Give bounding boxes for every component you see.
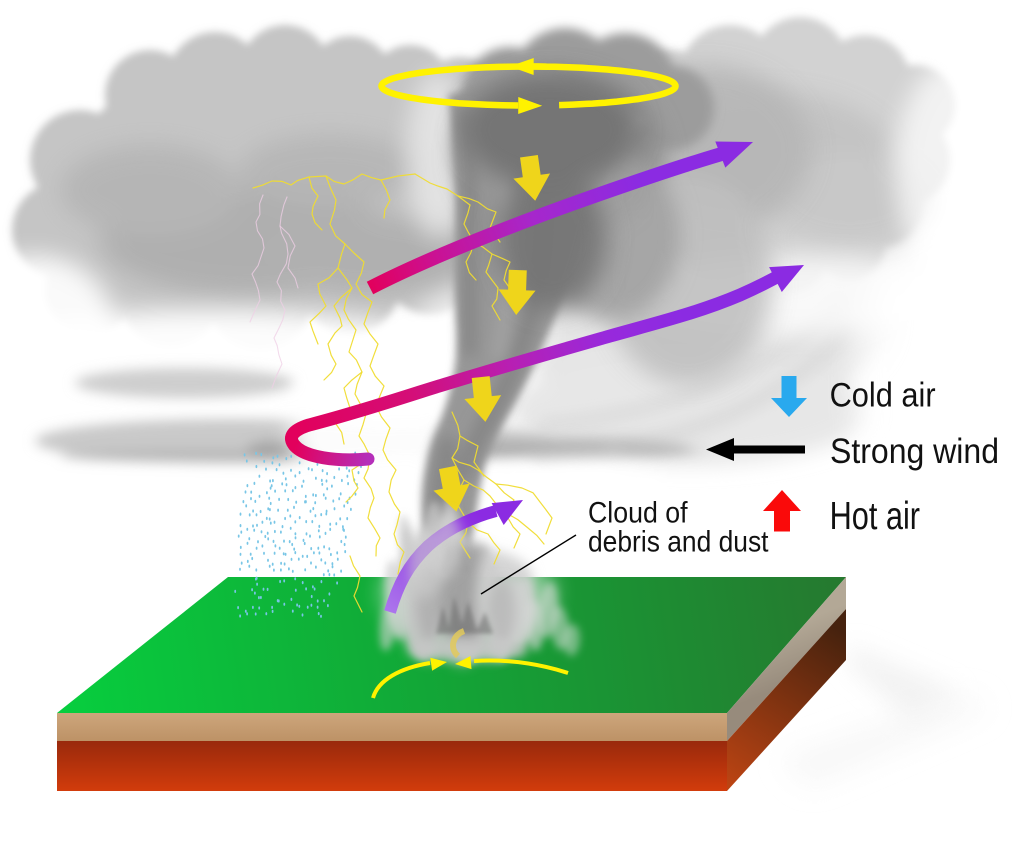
svg-text:Cold air: Cold air [830, 377, 936, 415]
svg-text:debris and dust: debris and dust [588, 526, 769, 559]
svg-text:Cloud of: Cloud of [588, 497, 688, 530]
svg-text:Strong wind: Strong wind [830, 432, 999, 471]
svg-text:Hot air: Hot air [830, 495, 920, 538]
